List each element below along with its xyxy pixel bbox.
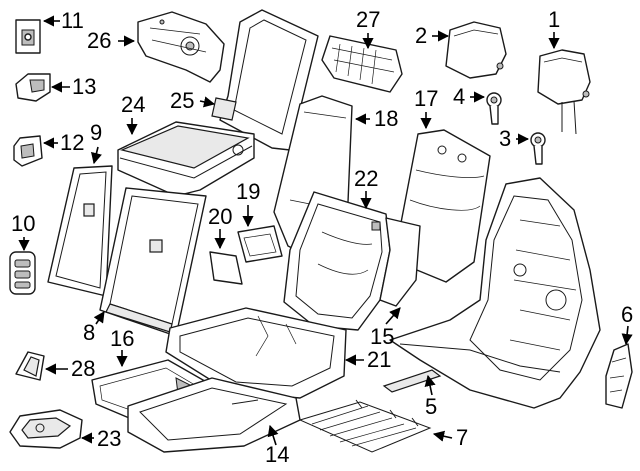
part-26-upper-trim bbox=[137, 11, 225, 83]
callout-7: 7 bbox=[456, 425, 469, 450]
callout-9: 9 bbox=[90, 120, 103, 145]
leader-7 bbox=[432, 430, 453, 442]
callout-13: 13 bbox=[72, 74, 97, 99]
callout-19: 19 bbox=[236, 179, 261, 204]
callout-14: 14 bbox=[265, 442, 290, 467]
part-8-rear-panel bbox=[99, 187, 207, 337]
callout-24: 24 bbox=[121, 92, 146, 117]
part-4-guide-sleeve bbox=[486, 92, 502, 125]
part-25-backrest-frame bbox=[211, 9, 319, 151]
callout-20: 20 bbox=[208, 204, 233, 229]
part-19-trim bbox=[237, 225, 283, 263]
callout-1: 1 bbox=[548, 7, 561, 32]
callout-10: 10 bbox=[11, 211, 36, 236]
leader-14 bbox=[267, 424, 279, 446]
part-28-cover bbox=[15, 351, 45, 381]
part-23-tray bbox=[9, 409, 83, 449]
leader-8 bbox=[93, 311, 105, 325]
callout-21: 21 bbox=[367, 347, 392, 372]
part-11-switch-plate bbox=[15, 19, 41, 54]
callout-11: 11 bbox=[61, 8, 84, 33]
callout-15: 15 bbox=[370, 324, 395, 349]
leader-25 bbox=[199, 96, 216, 108]
part-7-wire-carrier bbox=[298, 399, 432, 453]
part-2-headrest bbox=[445, 21, 507, 79]
leader-5 bbox=[424, 374, 436, 396]
part-24-armrest bbox=[117, 121, 255, 197]
part-13-bezel bbox=[15, 73, 51, 102]
callout-3: 3 bbox=[499, 126, 512, 151]
part-27-bracket bbox=[321, 35, 403, 93]
part-1-headrest bbox=[537, 49, 591, 135]
leader-15 bbox=[385, 307, 401, 325]
callout-27: 27 bbox=[356, 7, 381, 32]
leader-9 bbox=[91, 146, 102, 165]
part-5-rail bbox=[382, 369, 442, 393]
callout-28: 28 bbox=[71, 356, 96, 381]
leader-lines bbox=[18, 15, 633, 446]
part-6-side-bracket bbox=[605, 343, 633, 409]
callout-18: 18 bbox=[374, 106, 399, 131]
part-3-guide-sleeve bbox=[530, 132, 546, 165]
callout-6: 6 bbox=[621, 302, 634, 327]
callout-16: 16 bbox=[110, 326, 135, 351]
callout-22: 22 bbox=[354, 166, 379, 191]
callout-26: 26 bbox=[87, 28, 112, 53]
callout-23: 23 bbox=[97, 426, 122, 451]
callout-12: 12 bbox=[60, 130, 85, 155]
callout-8: 8 bbox=[83, 320, 96, 345]
callout-2: 2 bbox=[415, 23, 428, 48]
part-9-panel-frame bbox=[47, 165, 113, 297]
callout-4: 4 bbox=[453, 84, 466, 109]
part-21-seat-cushion-pad bbox=[165, 307, 347, 399]
leader-6 bbox=[621, 325, 633, 346]
part-20-trim bbox=[209, 251, 243, 285]
callout-25: 25 bbox=[170, 88, 195, 113]
callout-17: 17 bbox=[414, 86, 439, 111]
part-10-latch-button bbox=[9, 251, 36, 295]
part-15-side-bolster bbox=[379, 217, 421, 307]
part-seat-frame bbox=[389, 177, 601, 409]
part-14-seat-cushion bbox=[127, 377, 301, 453]
part-12-trim-cover bbox=[13, 135, 43, 167]
callout-5: 5 bbox=[425, 394, 438, 419]
